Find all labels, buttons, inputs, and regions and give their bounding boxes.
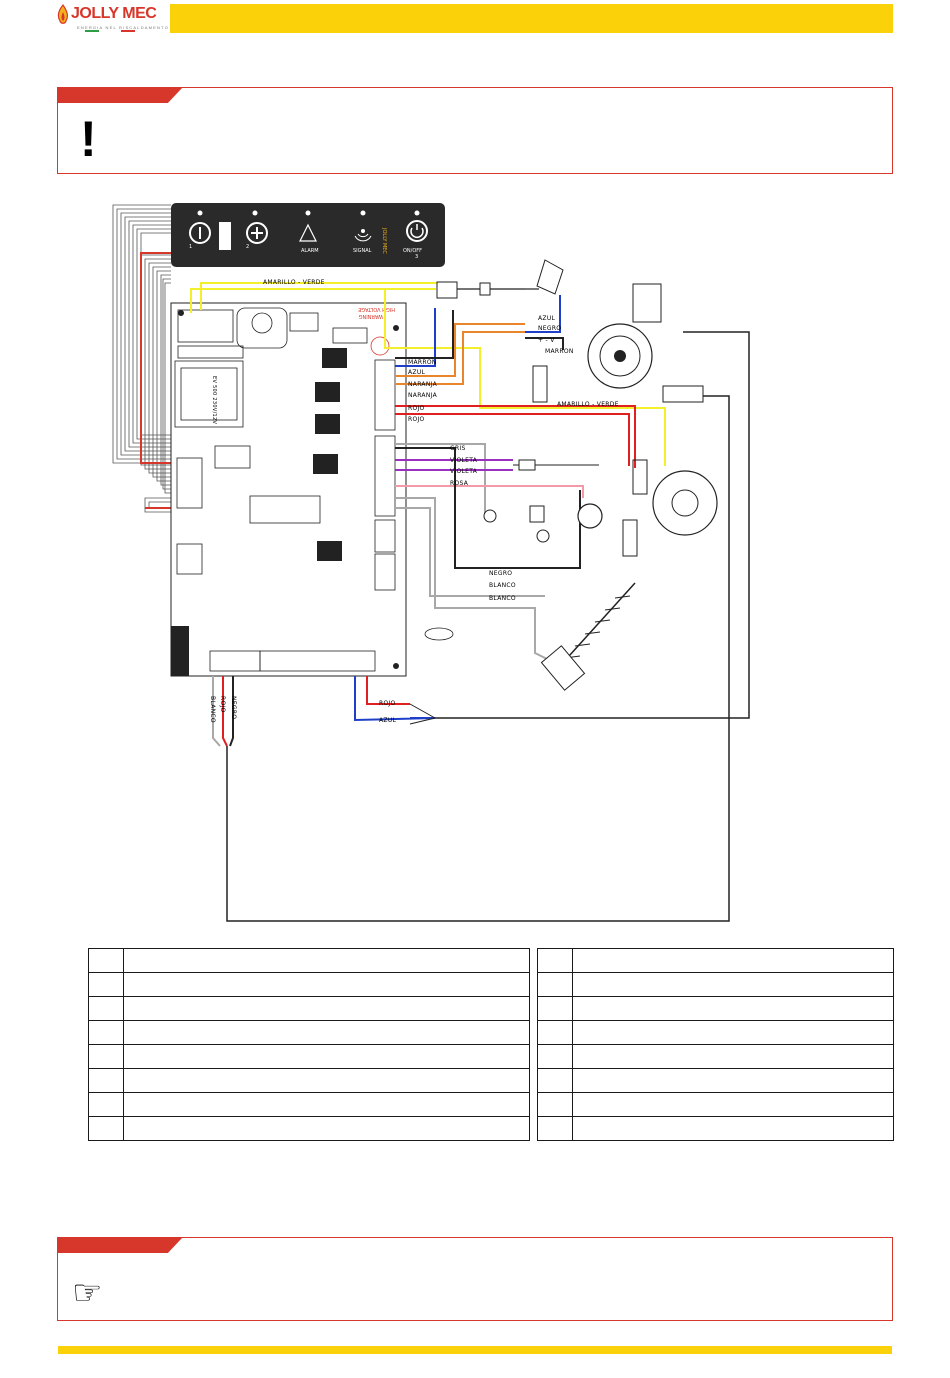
header-band [170,4,893,33]
table-row [88,972,530,997]
wire-label-amarillo-verde-top: AMARILLO - VERDE [263,279,325,286]
signal-icon [354,229,372,242]
wire-label-negro-bottom: NEGRO [230,696,237,719]
plus-button-icon [246,222,268,244]
table-row [537,1044,894,1069]
wire-label-marron-top: MARRON [545,348,574,355]
terminal-block-2 [374,435,396,517]
control-board: EV 500 230V/12V HIGH VOLTAGE WARNING [170,302,407,677]
wire-label-blanco-2: BLANCO [489,595,516,602]
wire-label-naranja-2: NARANJA [408,392,438,399]
power-label: ON/OFF [403,248,422,254]
table-row [88,1068,530,1093]
signal-label: SIGNAL [353,248,372,254]
warning-exclamation-icon: ! [80,111,97,167]
table-row [88,1044,530,1069]
wire-label-amarillo-verde-mid: AMARILLO - VERDE [557,401,619,408]
high-voltage-label: HIGH VOLTAGE [358,306,395,312]
transformer [174,360,244,428]
sensor-probe-icon [513,459,599,471]
flag-green [85,30,99,32]
warning-tab [57,87,183,103]
wire-label-blanco-1: BLANCO [489,582,516,589]
btn1-label: 1 [189,244,192,250]
control-panel: 1 2 ALARM SIGNAL ON/OFF 3 JOLLY MEC [171,203,445,267]
table-row [537,972,894,997]
wire-label-plus-minus: + - V [538,337,555,344]
jolly-mec-logo: JOLLY MEC ENERGIA NEL RISCALDAMENTO [55,2,168,34]
pointing-hand-icon: ☞ [72,1274,103,1312]
btn3-label: 3 [415,254,418,260]
alarm-triangle-icon [299,223,317,242]
wire-label-negro: NEGRO [489,570,512,577]
brand-name: JOLLY MEC [71,5,157,22]
wire-label-rojo-2: ROJO [408,416,425,423]
note-box: ☞ [57,1237,893,1321]
plug-icon [436,259,564,299]
btn2-label: 2 [246,244,249,250]
board-wires [190,282,666,747]
wire-label-violeta-1: VIOLETA [450,457,478,464]
wire-label-gris: GRIS [450,445,466,452]
table-row [537,1020,894,1045]
wire-label-azul-power: AZUL [379,717,397,724]
auger-icon [540,582,636,691]
extractor-fan-icon [622,459,718,557]
flame-logo-icon [57,4,69,24]
warning-box: ! [57,87,893,174]
wire-label-blanco-bottom: BLANCO [209,696,216,723]
wire-label-rojo-power: ROJO [379,700,396,707]
alarm-label: ALARM [301,248,319,254]
wire-label-rojo-bottom: ROJO [219,696,226,713]
power-icon [406,220,428,242]
wire-label-violeta-2: VIOLETA [450,468,478,475]
table-row [537,1116,894,1141]
table-row [537,948,894,973]
table-row [88,996,530,1021]
power-cable [226,395,730,922]
wiring-diagram: 1 2 ALARM SIGNAL ON/OFF 3 JOLLY MEC EV 5… [112,203,750,922]
wire-label-marron: MARRON [408,359,437,366]
table-row [88,1092,530,1117]
sensor-bulb [424,627,454,641]
table-row [88,1020,530,1045]
wire-label-rosa: ROSA [450,480,469,487]
table-row [88,948,530,973]
note-tab [57,1237,183,1253]
ribbon-cable [112,204,171,513]
terminal-block-1 [374,359,396,431]
board-warning-label: WARNING [358,313,383,319]
flag-red [121,30,135,32]
wire-label-azul-top: AZUL [538,315,556,322]
ribbon-red-wire [140,252,171,464]
connector-icon [662,385,704,403]
minus-button-icon [189,222,211,244]
table-row [537,1068,894,1093]
wire-label-azul: AZUL [408,369,426,376]
wire-label-rojo-1: ROJO [408,405,425,412]
table-row [537,996,894,1021]
legend-table-right [537,948,894,1141]
table-row [88,1116,530,1141]
panel-brand: JOLLY MEC [381,227,387,254]
earth-cable [435,331,750,719]
table-row [537,1092,894,1117]
panel-display [219,222,231,250]
wire-label-naranja-1: NARANJA [408,381,438,388]
wire-label-negro-top: NEGRO [538,325,561,332]
transformer-label: EV 500 230V/12V [211,376,217,425]
brand-tagline: ENERGIA NEL RISCALDAMENTO [77,25,170,30]
footer-band [58,1346,892,1354]
fan-icon [532,283,662,403]
thermostat-icon [483,503,603,543]
legend-table-left [88,948,530,1141]
